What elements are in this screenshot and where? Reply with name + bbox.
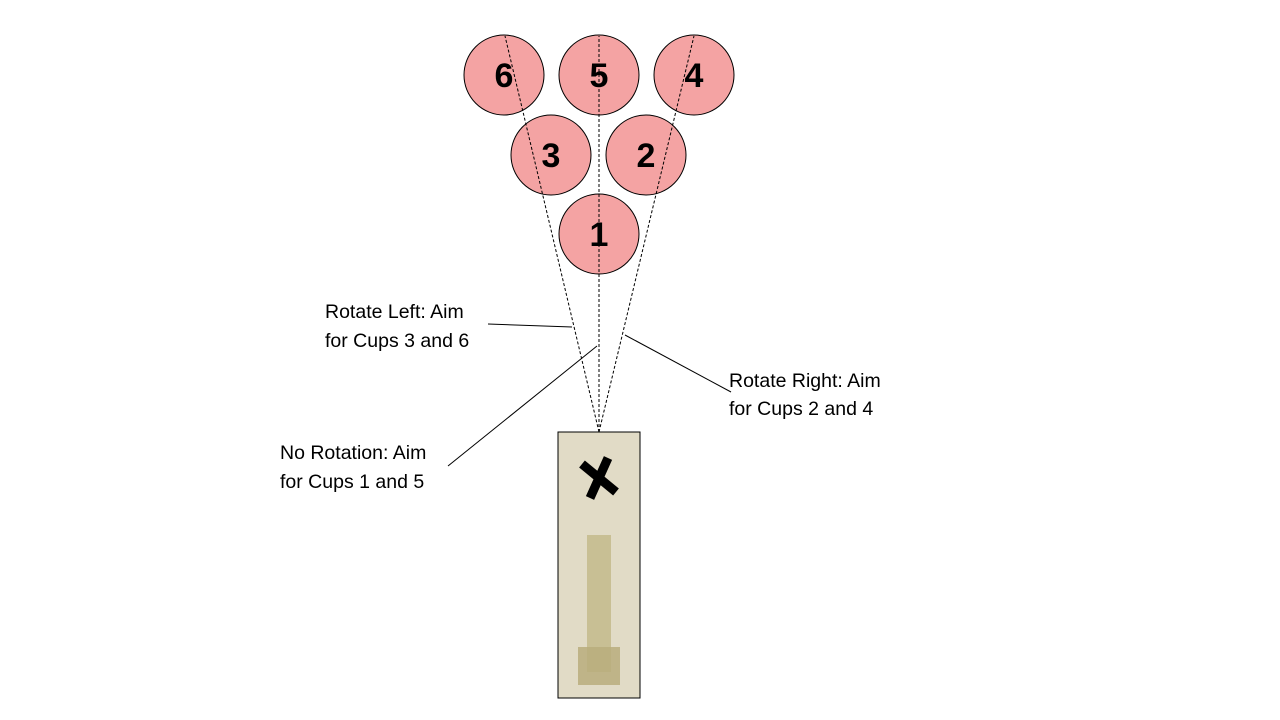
cup-6: 6 <box>463 34 545 116</box>
rotate-left-line-1: Rotate Left: Aim <box>325 301 464 323</box>
cup-6-circle <box>463 34 545 116</box>
callout-line-rotate-left <box>487 323 573 328</box>
cup-2-circle <box>605 114 687 196</box>
cup-3-circle <box>510 114 592 196</box>
cup-2: 2 <box>605 114 687 196</box>
callout-lines <box>447 323 732 467</box>
annotation-rotate-left: Rotate Left: Aim for Cups 3 and 6 <box>325 301 469 352</box>
callout-line-rotate-right <box>624 334 732 393</box>
annotation-rotate-right: Rotate Right: Aim for Cups 2 and 4 <box>729 370 881 420</box>
callout-line-no-rotation <box>447 345 598 467</box>
cup-2-number: 2 <box>637 137 656 175</box>
no-rotation-line-1: No Rotation: Aim <box>280 442 426 464</box>
x-mark-stroke-2 <box>585 456 613 500</box>
cup-3-number: 3 <box>542 137 561 175</box>
cup-3: 3 <box>510 114 592 196</box>
cup-4: 4 <box>653 34 735 116</box>
cup-4-circle <box>653 34 735 116</box>
annotation-no-rotation: No Rotation: Aim for Cups 1 and 5 <box>280 442 426 493</box>
launcher-handle-base <box>578 647 620 685</box>
cup-formation: 6 5 4 3 2 1 <box>463 34 735 275</box>
rotate-right-line-2: for Cups 2 and 4 <box>729 398 873 420</box>
cup-6-number: 6 <box>495 57 514 95</box>
aim-line-left <box>504 35 600 433</box>
no-rotation-line-2: for Cups 1 and 5 <box>280 471 424 493</box>
rotate-right-line-1: Rotate Right: Aim <box>729 370 881 392</box>
aim-lines <box>504 35 695 433</box>
aim-line-right <box>598 35 695 433</box>
rotate-left-line-2: for Cups 3 and 6 <box>325 330 469 352</box>
cup-4-number: 4 <box>685 57 704 95</box>
x-mark-icon <box>579 456 619 500</box>
launcher <box>557 431 641 699</box>
